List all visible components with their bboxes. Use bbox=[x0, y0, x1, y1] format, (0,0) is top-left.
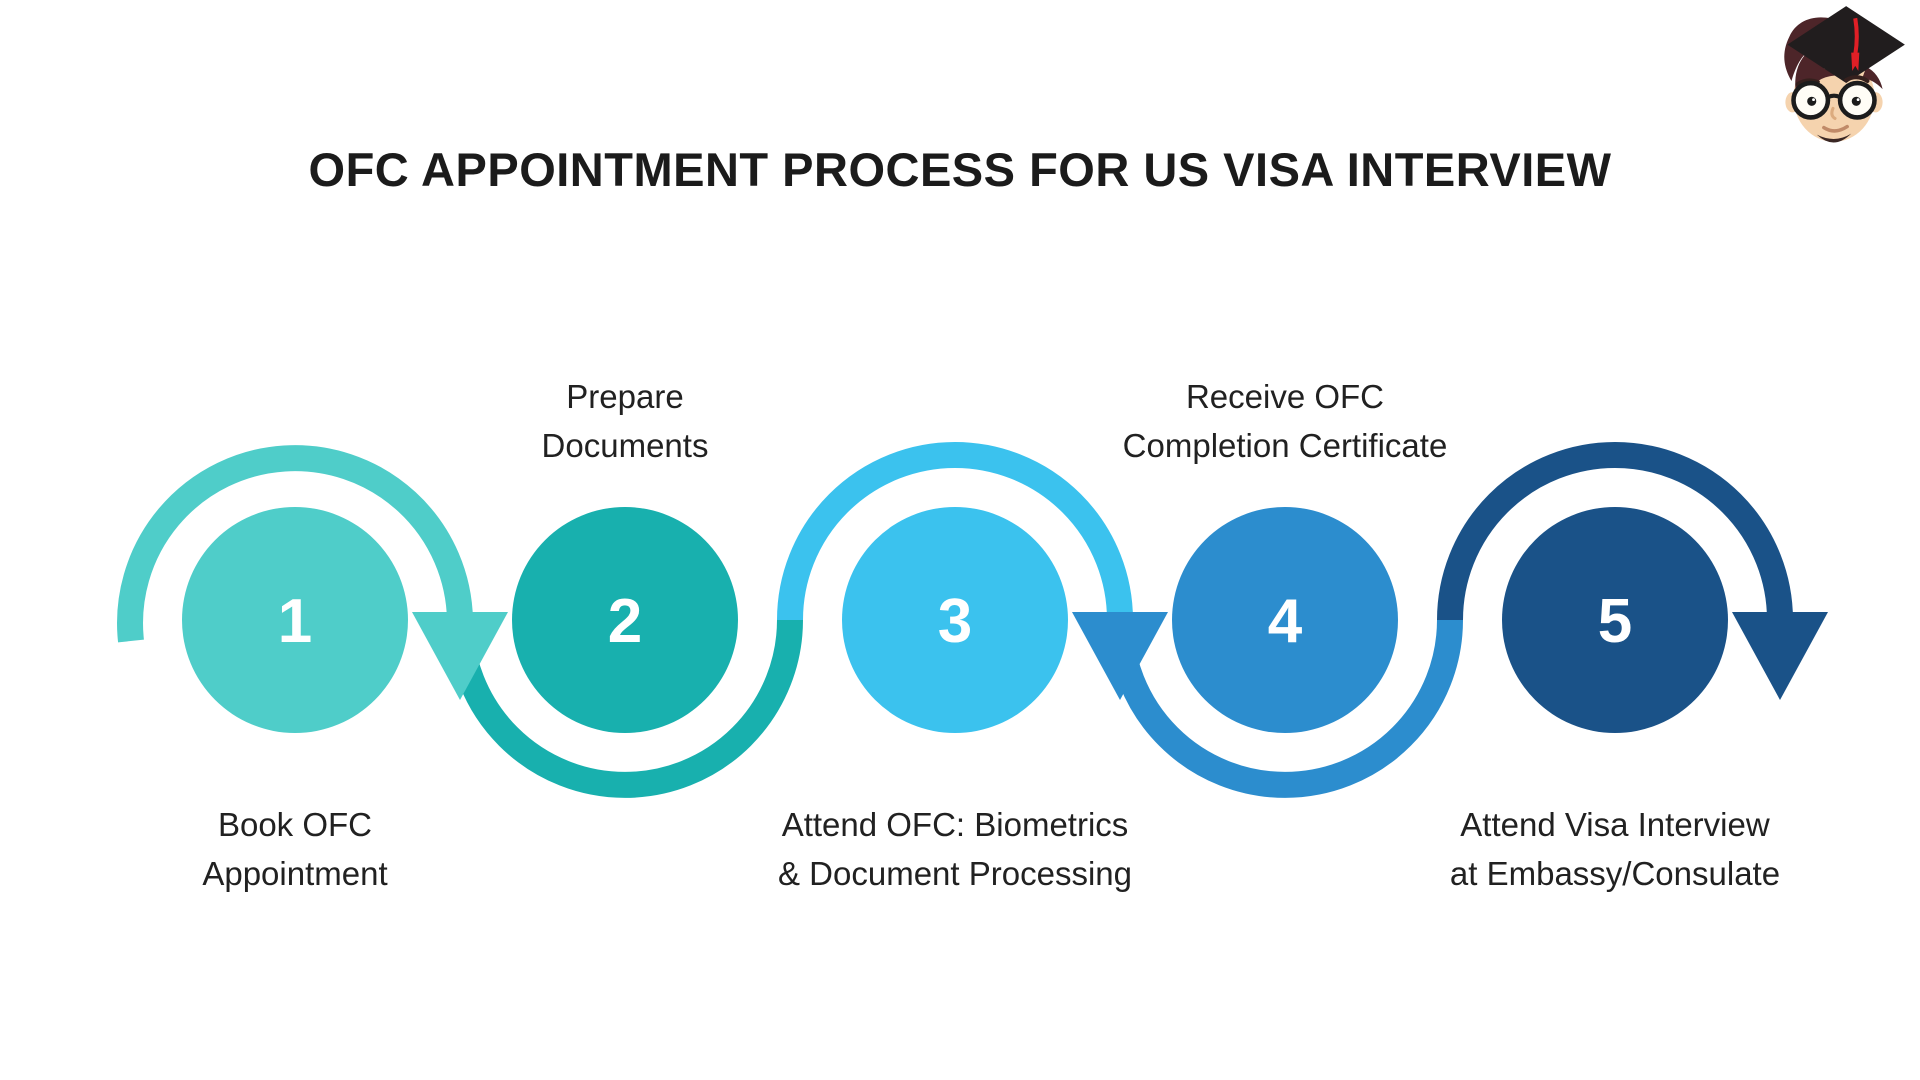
step-label-line: Appointment bbox=[202, 855, 388, 892]
mascot-eye-left bbox=[1807, 96, 1817, 106]
mascot-mouth bbox=[1822, 124, 1849, 133]
step-circle-3 bbox=[842, 507, 1068, 733]
step-label-2: Prepare Documents bbox=[365, 372, 885, 470]
connector-arc-step-4 bbox=[1107, 619, 1463, 798]
mascot-eyebrow-left bbox=[1795, 78, 1820, 87]
mascot-nose bbox=[1830, 106, 1837, 120]
graduate-mascot-icon bbox=[1784, 6, 1905, 143]
mascot-eye-glint-right bbox=[1856, 98, 1860, 102]
flow-arrow-1-2-icon bbox=[412, 612, 508, 700]
step-label-line: Book OFC bbox=[217, 806, 373, 843]
step-label-line: Documents bbox=[541, 427, 709, 464]
step-number-3: 3 bbox=[938, 587, 972, 656]
step-circle-5 bbox=[1502, 507, 1728, 733]
mascot-sideburn bbox=[1862, 66, 1883, 90]
step-label-line: & Document Processing bbox=[778, 855, 1132, 892]
step-label-line: Attend OFC: Biometrics bbox=[781, 806, 1129, 843]
connector-arc-step-2 bbox=[447, 619, 803, 798]
step-number-4: 4 bbox=[1268, 587, 1303, 656]
step-label-line: Receive OFC bbox=[1185, 378, 1385, 415]
step-number-5: 5 bbox=[1598, 587, 1632, 656]
step-label-5: Attend Visa Interview at Embassy/Consula… bbox=[1355, 800, 1875, 898]
step-circle-2 bbox=[512, 507, 738, 733]
step-label-3: Attend OFC: Biometrics & Document Proces… bbox=[695, 800, 1215, 898]
step-label-line: Attend Visa Interview bbox=[1460, 806, 1770, 843]
mascot-chin-shadow bbox=[1816, 133, 1852, 143]
step-label-line: Completion Certificate bbox=[1122, 427, 1448, 464]
cap-tassel-cord bbox=[1853, 17, 1859, 56]
connector-arc-step-1 bbox=[117, 445, 473, 643]
step-circle-4 bbox=[1172, 507, 1398, 733]
step-label-line: Prepare bbox=[566, 378, 684, 415]
step-number-1: 1 bbox=[278, 587, 312, 656]
mascot-eye-right bbox=[1851, 96, 1861, 106]
page-title: OFC APPOINTMENT PROCESS FOR US VISA INTE… bbox=[308, 143, 1612, 196]
mascot-eyebrow-right bbox=[1844, 75, 1870, 84]
connector-arc-step-3 bbox=[777, 442, 1133, 621]
connector-arc-step-5 bbox=[1437, 442, 1793, 621]
flow-arrow-5-end-icon bbox=[1732, 612, 1828, 700]
step-number-2: 2 bbox=[608, 587, 642, 656]
mascot-eye-glint-left bbox=[1812, 98, 1815, 102]
glasses-bridge bbox=[1827, 93, 1841, 100]
step-circle-1 bbox=[182, 507, 408, 733]
step-label-line: at Embassy/Consulate bbox=[1449, 855, 1781, 892]
step-label-4: Receive OFC Completion Certificate bbox=[1025, 372, 1545, 470]
cap-tassel-icon bbox=[1851, 52, 1860, 71]
step-label-1: Book OFC Appointment bbox=[35, 800, 555, 898]
flow-arrow-3-4-icon bbox=[1072, 612, 1168, 700]
graduation-cap-icon bbox=[1787, 6, 1905, 84]
